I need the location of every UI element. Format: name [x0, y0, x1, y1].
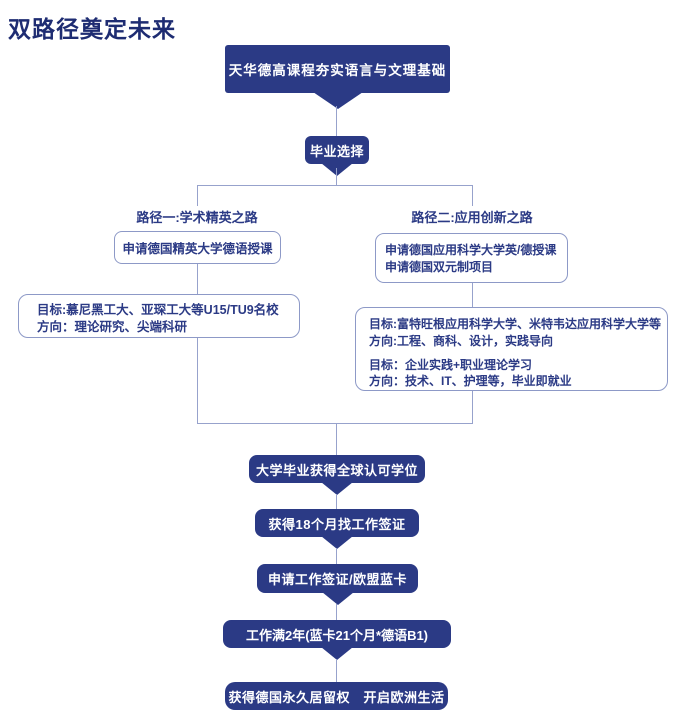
- connector-line: [197, 338, 198, 423]
- connector-line: [336, 168, 337, 185]
- connector-line: [197, 185, 198, 206]
- connector-line: [197, 423, 473, 424]
- path2-apply-box: 申请德国应用科学大学英/德授课 申请德国双元制项目: [375, 233, 568, 283]
- path1-detail-line: 方向：理论研究、尖端科研: [37, 319, 188, 334]
- path1-label: 路径一:学术精英之路: [136, 210, 258, 225]
- path1-detail-line: 目标:慕尼黑工大、亚琛工大等U15/TU9名校: [37, 303, 279, 317]
- path2-detail-line: 方向：技术、IT、护理等，毕业即就业: [369, 374, 572, 389]
- connector-line: [197, 185, 473, 186]
- path2-detail-line: 目标:富特旺根应用科学大学、米特韦达应用科学大学等: [369, 317, 661, 331]
- step-permanent-residence-node: 获得德国永久居留权 开启欧洲生活: [225, 682, 448, 710]
- path1-apply-box: 申请德国精英大学德语授课: [114, 231, 281, 264]
- path2-apply-line: 申请德国双元制项目: [385, 260, 494, 275]
- connector-line: [472, 283, 473, 307]
- root-node: 天华德高课程夯实语言与文理基础: [225, 45, 450, 93]
- connector-line: [336, 604, 337, 620]
- step-jobseeker-visa-node: 获得18个月找工作签证: [255, 509, 419, 537]
- connector-line: [336, 423, 337, 455]
- step-degree-node: 大学毕业获得全球认可学位: [249, 455, 425, 483]
- page-title: 双路径奠定未来: [8, 16, 176, 42]
- step-workvisa-node: 申请工作签证/欧盟蓝卡: [257, 564, 418, 593]
- connector-line: [472, 185, 473, 206]
- path2-apply-line: 申请德国应用科学大学英/德授课: [385, 243, 557, 257]
- connector-line: [336, 548, 337, 564]
- path2-detail-line: 方向:工程、商科、设计，实践导向: [369, 333, 553, 348]
- connector-line: [336, 659, 337, 682]
- connector-line: [197, 264, 198, 294]
- path1-detail-box: 目标:慕尼黑工大、亚琛工大等U15/TU9名校 方向：理论研究、尖端科研: [18, 294, 300, 338]
- decision-node: 毕业选择: [305, 136, 369, 164]
- connector-line: [336, 494, 337, 509]
- step-two-years-node: 工作满2年(蓝卡21个月*德语B1): [223, 620, 451, 648]
- connector-line: [336, 106, 337, 136]
- path2-detail-line: 目标：企业实践+职业理论学习: [369, 357, 533, 372]
- path2-detail-box: 目标:富特旺根应用科学大学、米特韦达应用科学大学等 方向:工程、商科、设计，实践…: [355, 307, 668, 391]
- path2-label: 路径二:应用创新之路: [411, 210, 533, 225]
- connector-line: [472, 391, 473, 423]
